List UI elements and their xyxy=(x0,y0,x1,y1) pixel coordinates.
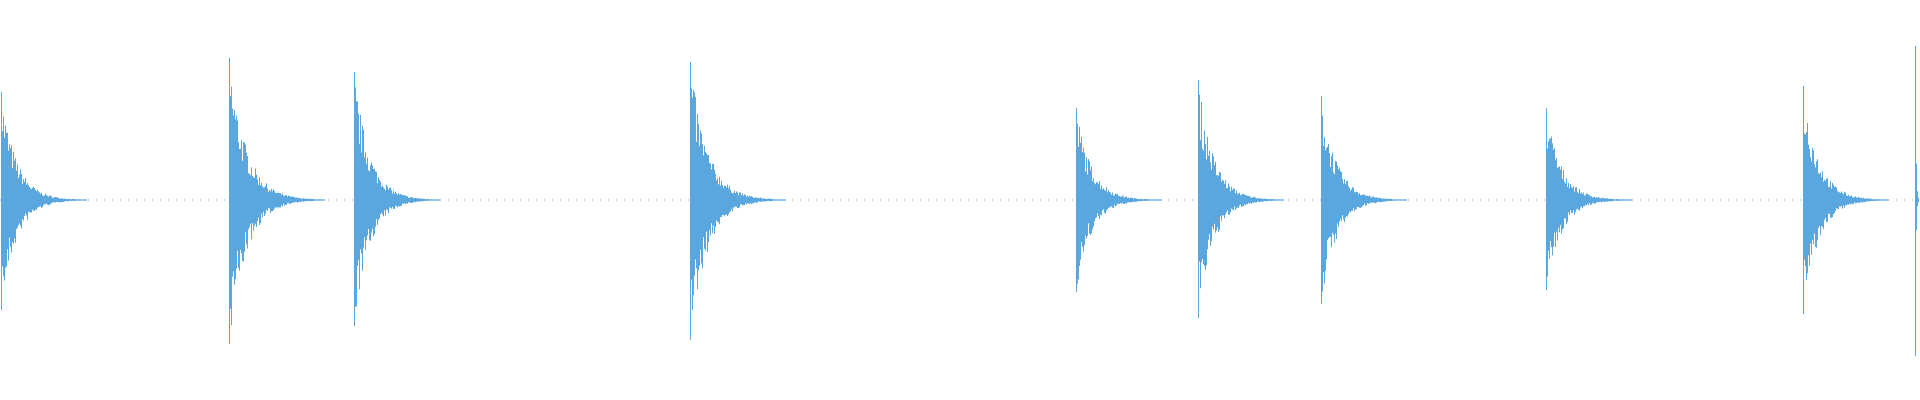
transient-envelope xyxy=(354,72,440,326)
waveform-transient xyxy=(1,92,87,310)
transient-envelope xyxy=(1915,46,1919,356)
transient-envelope xyxy=(1321,96,1407,304)
transient-envelope xyxy=(1198,80,1284,318)
transient-envelope xyxy=(1803,86,1889,314)
transient-envelope xyxy=(690,62,786,340)
waveform-transient xyxy=(229,58,325,344)
waveform-transient xyxy=(690,62,786,340)
waveform-transients xyxy=(1,46,1919,356)
transient-envelope xyxy=(1,92,87,310)
waveform-transient xyxy=(1915,46,1919,356)
waveform-transient xyxy=(1198,80,1284,318)
waveform-transient xyxy=(1076,108,1162,292)
waveform-transient xyxy=(1803,86,1889,314)
transient-envelope xyxy=(229,58,325,344)
transient-envelope xyxy=(1546,108,1632,290)
waveform-transient xyxy=(1546,108,1632,290)
waveform-transient xyxy=(1321,96,1407,304)
waveform-transient xyxy=(354,72,440,326)
transient-envelope xyxy=(1076,108,1162,292)
